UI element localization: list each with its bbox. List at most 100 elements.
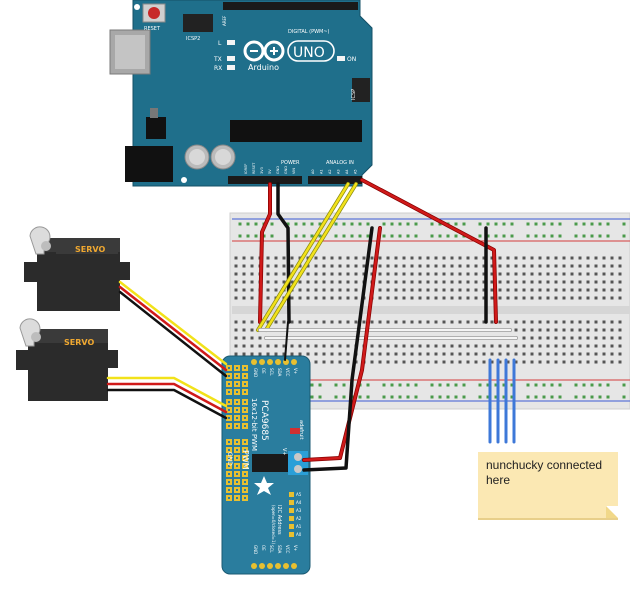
rail-hole — [270, 234, 274, 238]
breadboard-hole — [298, 352, 302, 356]
reset-button[interactable] — [148, 7, 160, 19]
pin-hole — [236, 481, 238, 483]
rail-hole — [606, 234, 610, 238]
breadboard-hole — [282, 352, 286, 356]
rail-hole — [558, 222, 562, 226]
breadboard-hole — [274, 272, 278, 276]
breadboard-hole — [586, 264, 590, 268]
breadboard-hole — [490, 360, 494, 364]
rail-hole — [582, 383, 586, 387]
breadboard-hole — [282, 264, 286, 268]
breadboard-hole — [442, 344, 446, 348]
breadboard-hole — [522, 344, 526, 348]
breadboard-hole — [530, 352, 534, 356]
rail-hole — [398, 383, 402, 387]
breadboard-hole — [610, 288, 614, 292]
breadboard-hole — [338, 288, 342, 292]
breadboard-hole — [242, 344, 246, 348]
pin-hole — [228, 367, 230, 369]
usb-chip — [146, 117, 166, 139]
breadboard-hole — [290, 280, 294, 284]
breadboard-hole — [594, 336, 598, 340]
aref-label: AREF — [222, 15, 227, 26]
breadboard-hole — [330, 320, 334, 324]
breadboard-hole — [234, 344, 238, 348]
pin-hole — [244, 391, 246, 393]
header-pin — [275, 359, 281, 365]
breadboard-hole — [490, 352, 494, 356]
rail-hole — [318, 395, 322, 399]
breadboard-hole — [498, 296, 502, 300]
breadboard-hole — [410, 360, 414, 364]
breadboard-hole — [490, 256, 494, 260]
breadboard-hole — [602, 320, 606, 324]
breadboard-hole — [242, 336, 246, 340]
breadboard-hole — [234, 256, 238, 260]
rail-hole — [502, 383, 506, 387]
breadboard-hole — [266, 352, 270, 356]
breadboard-hole — [370, 264, 374, 268]
breadboard-hole — [602, 336, 606, 340]
breadboard-hole — [314, 360, 318, 364]
breadboard-hole — [434, 320, 438, 324]
pin-label: GND — [284, 166, 288, 174]
breadboard-hole — [586, 328, 590, 332]
breadboard-hole — [410, 296, 414, 300]
breadboard-hole — [378, 352, 382, 356]
rail-hole — [406, 395, 410, 399]
breadboard-hole — [578, 288, 582, 292]
breadboard-hole — [418, 352, 422, 356]
breadboard-hole — [250, 344, 254, 348]
breadboard-hole — [610, 256, 614, 260]
breadboard-hole — [538, 352, 542, 356]
header-pin — [251, 359, 257, 365]
pin-hole — [244, 489, 246, 491]
breadboard-hole — [282, 280, 286, 284]
breadboard-hole — [314, 320, 318, 324]
header-pin — [275, 563, 281, 569]
rail-hole — [550, 234, 554, 238]
servo-2-cable-red — [106, 382, 228, 414]
pin-hole — [228, 489, 230, 491]
rail-hole — [454, 395, 458, 399]
breadboard-hole — [522, 328, 526, 332]
breadboard-hole — [282, 272, 286, 276]
breadboard-hole — [458, 256, 462, 260]
uno-text: UNO — [293, 45, 325, 61]
rail-hole — [238, 222, 242, 226]
breadboard-hole — [346, 344, 350, 348]
rail-hole — [430, 222, 434, 226]
breadboard-hole — [562, 320, 566, 324]
breadboard-hole — [594, 352, 598, 356]
breadboard-hole — [458, 272, 462, 276]
breadboard-hole — [450, 296, 454, 300]
breadboard-hole — [474, 264, 478, 268]
rail-hole — [574, 234, 578, 238]
breadboard-hole — [370, 320, 374, 324]
rail-hole — [438, 395, 442, 399]
breadboard-hole — [322, 280, 326, 284]
breadboard-hole — [594, 296, 598, 300]
breadboard-hole — [402, 320, 406, 324]
pin-hole — [236, 489, 238, 491]
breadboard-hole — [402, 288, 406, 292]
breadboard-hole — [602, 264, 606, 268]
breadboard-hole — [562, 296, 566, 300]
breadboard-hole — [506, 264, 510, 268]
pin-label: RESET — [252, 162, 256, 174]
pin-label: 5V — [268, 169, 272, 174]
led-tx — [227, 56, 235, 61]
rail-hole — [334, 395, 338, 399]
pin-hole — [236, 497, 238, 499]
breadboard-hole — [402, 272, 406, 276]
breadboard-hole — [370, 256, 374, 260]
breadboard-hole — [282, 320, 286, 324]
address-pin-label: A5 — [296, 492, 302, 497]
breadboard-hole — [602, 344, 606, 348]
breadboard-hole — [314, 352, 318, 356]
note-fold — [606, 506, 618, 518]
rail-hole — [406, 234, 410, 238]
breadboard-hole — [354, 280, 358, 284]
